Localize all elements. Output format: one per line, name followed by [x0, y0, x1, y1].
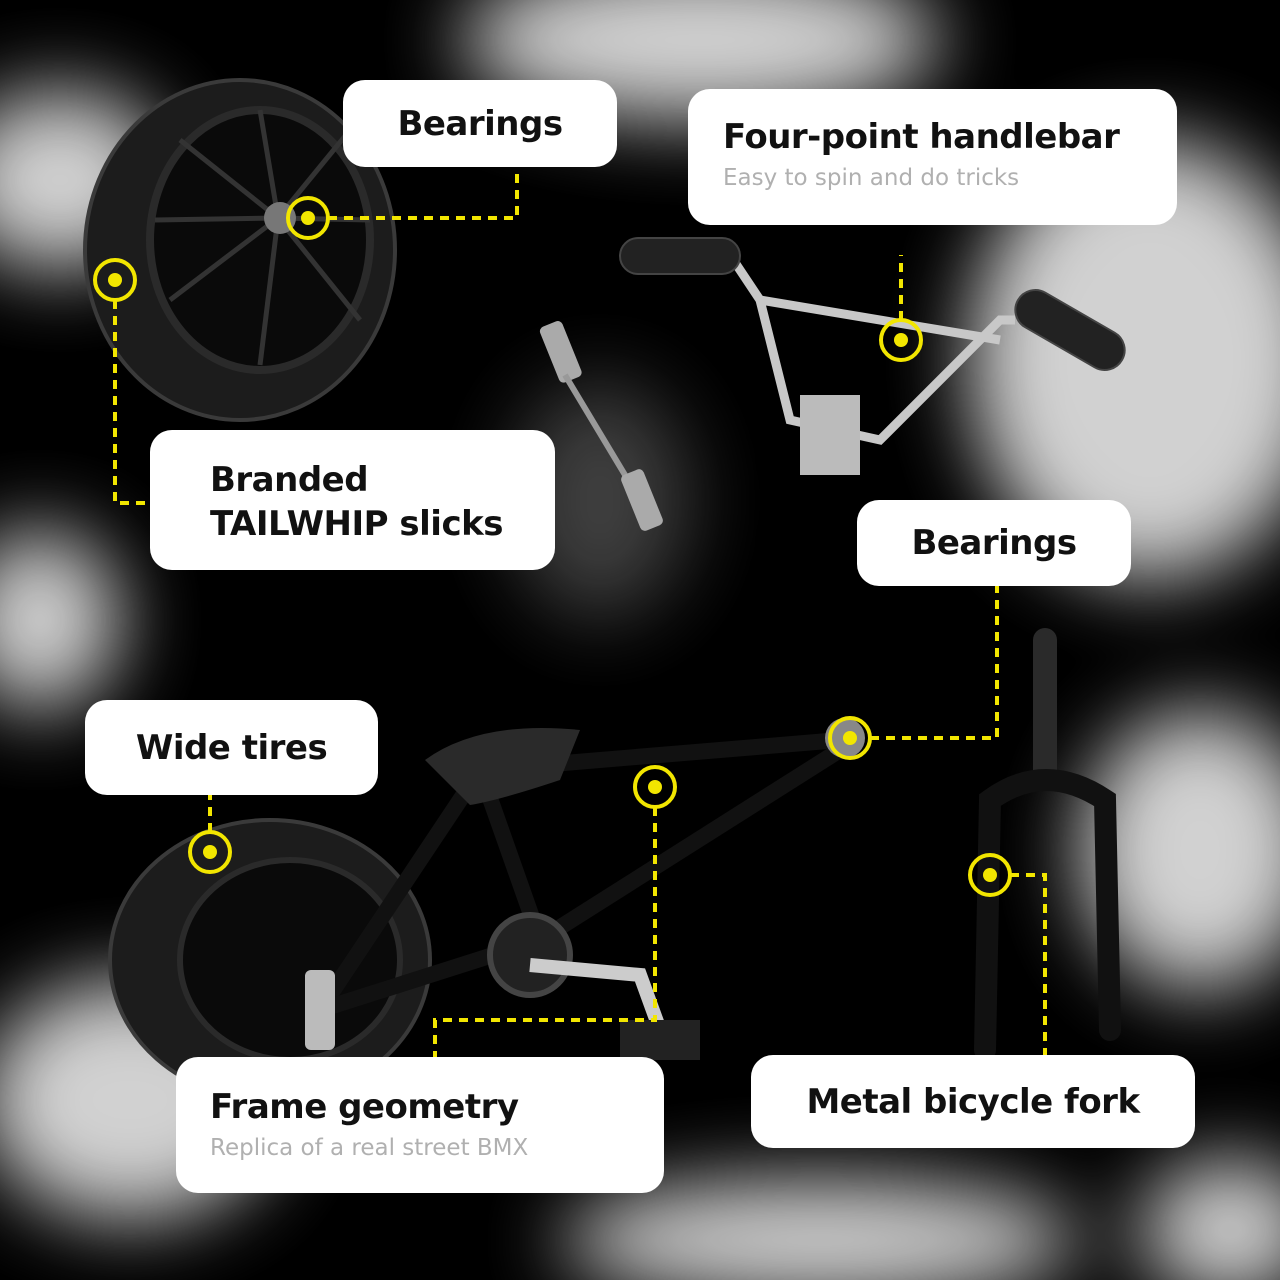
callout-title: Bearings	[397, 103, 563, 144]
marker-icon	[188, 830, 232, 874]
callout-title: Frame geometry	[210, 1087, 519, 1127]
line-bearings-top	[328, 167, 519, 220]
callout-title: Wide tires	[135, 727, 328, 768]
marker-icon	[879, 318, 923, 362]
callout-wide-tires: Wide tires	[85, 700, 378, 795]
callout-bearings-right: Bearings	[857, 500, 1131, 586]
callout-subtitle: Easy to spin and do tricks	[723, 165, 1020, 191]
line-frame	[433, 807, 657, 1057]
callout-handlebar: Four-point handlebar Easy to spin and do…	[688, 89, 1177, 225]
callout-title: Metal bicycle fork	[806, 1081, 1140, 1122]
marker-icon	[633, 765, 677, 809]
line-fork	[1010, 873, 1047, 1055]
callout-subtitle: Replica of a real street BMX	[210, 1135, 529, 1161]
callout-title-line2: TAILWHIP slicks	[210, 504, 503, 544]
callout-title: Bearings	[911, 523, 1077, 563]
line-bearings-right	[870, 586, 999, 740]
callout-title: Four-point handlebar	[723, 117, 1120, 157]
marker-icon	[968, 853, 1012, 897]
callout-fork: Metal bicycle fork	[751, 1055, 1195, 1148]
callout-frame-geometry: Frame geometry Replica of a real street …	[176, 1057, 664, 1193]
rear-wheel-image	[83, 78, 397, 422]
fork-image	[974, 628, 1121, 1061]
callout-title: Branded	[210, 460, 369, 500]
axle-pin-image	[539, 321, 663, 531]
marker-icon	[828, 716, 872, 760]
marker-icon	[286, 196, 330, 240]
line-slicks	[113, 300, 150, 505]
callout-bearings-top: Bearings	[343, 80, 617, 167]
handlebar-image	[619, 237, 1126, 475]
callout-slicks: Branded TAILWHIP slicks	[150, 430, 555, 570]
marker-icon	[93, 258, 137, 302]
